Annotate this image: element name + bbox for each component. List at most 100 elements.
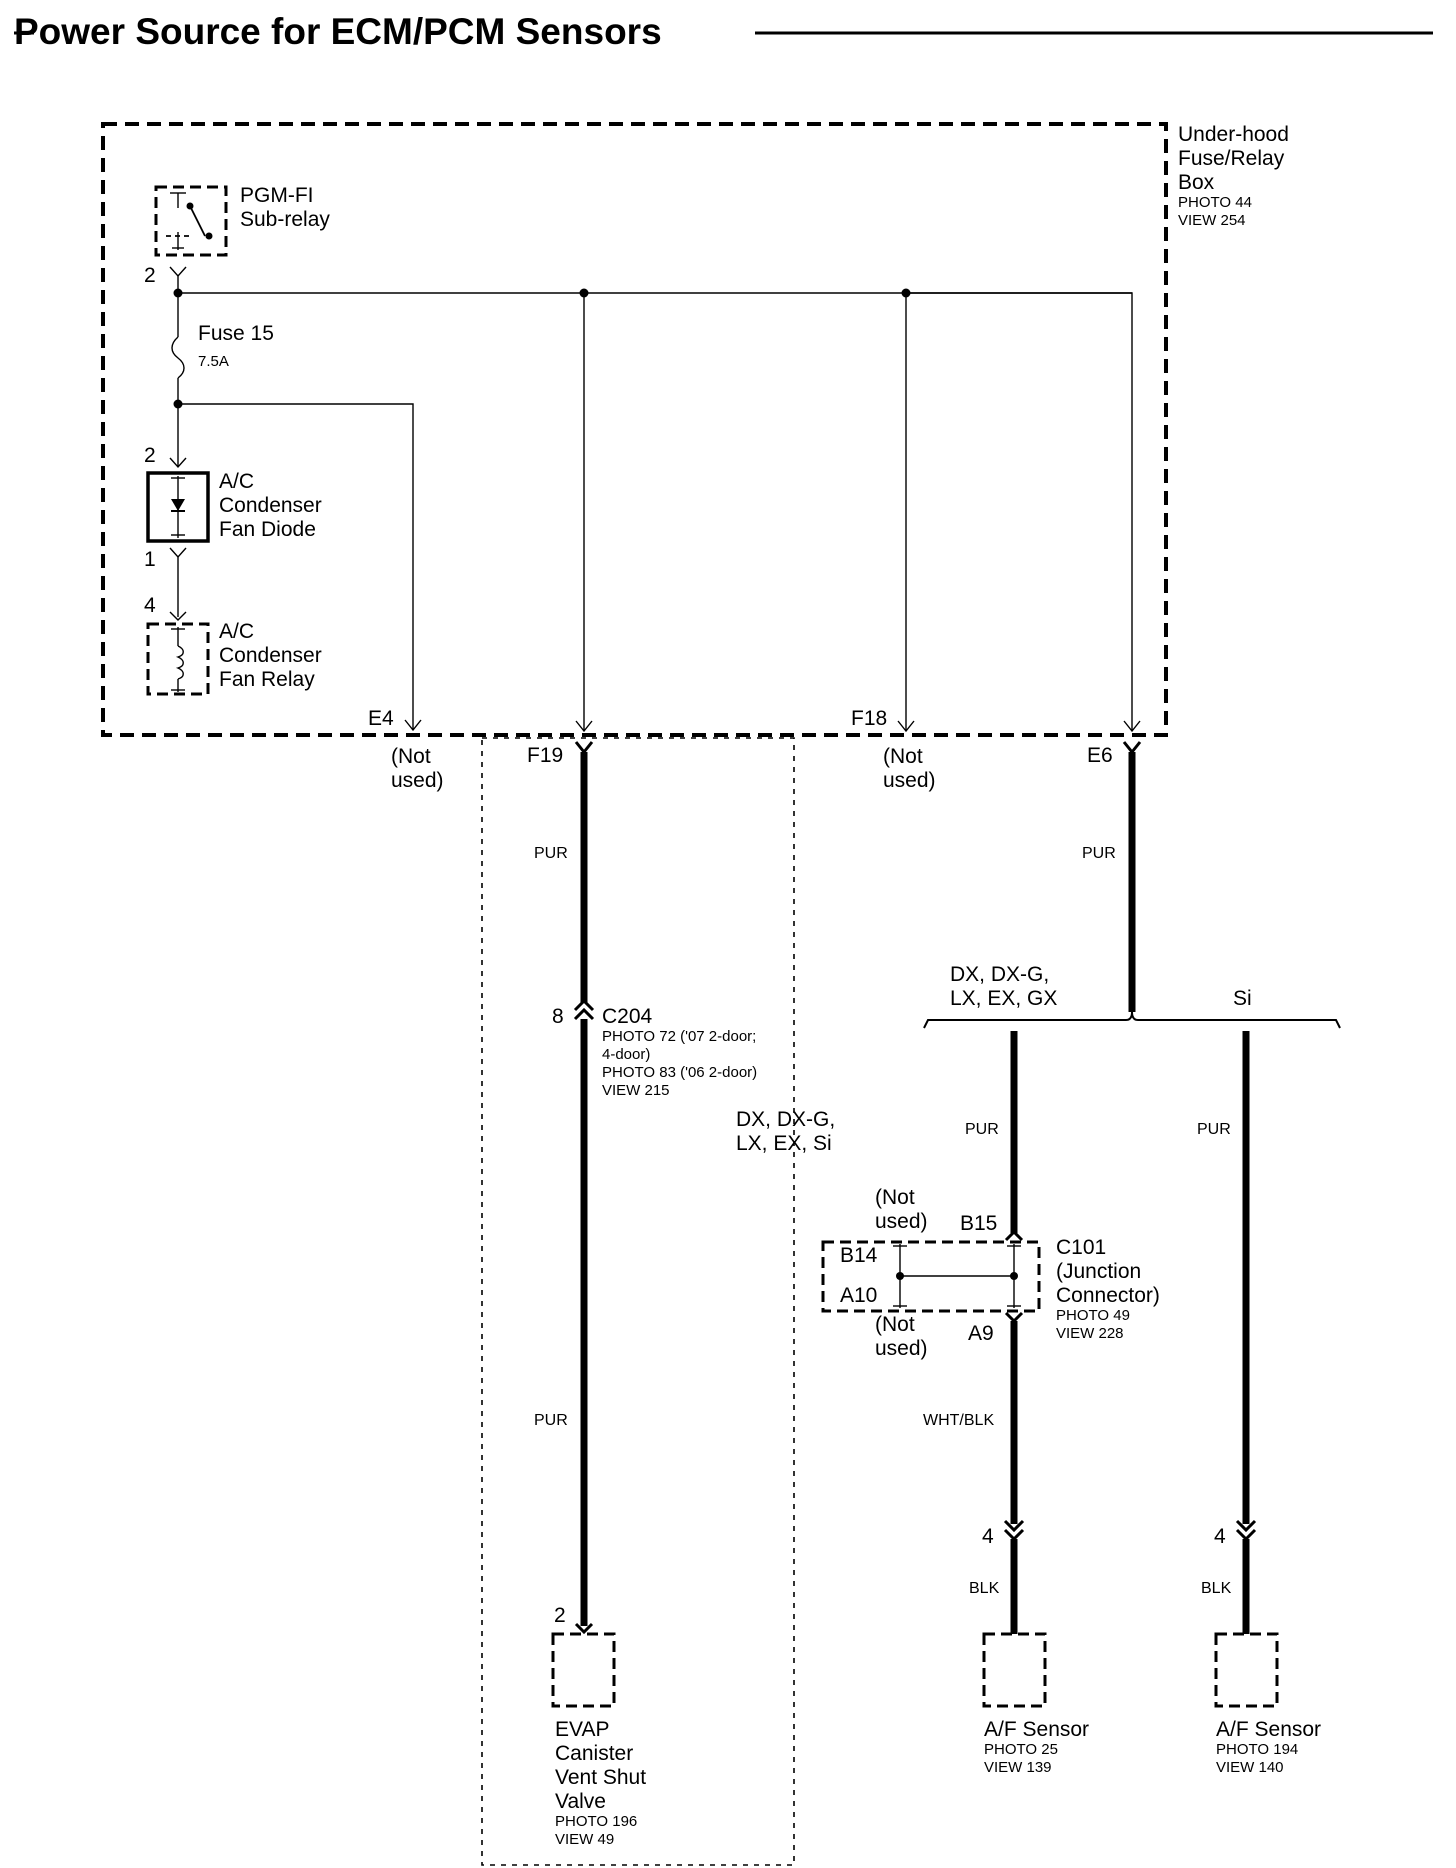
fan-relay-name-1: A/C xyxy=(219,620,254,643)
e4-not-used-2: used) xyxy=(391,769,444,792)
c204-marker-bottom xyxy=(573,1007,595,1021)
c101-name-1: C101 xyxy=(1056,1236,1106,1259)
af1-pin: 4 xyxy=(982,1525,994,1548)
f18-arrow xyxy=(897,720,915,733)
a10-not-used-2: used) xyxy=(875,1337,928,1360)
c101-b15-marker xyxy=(1004,1229,1024,1242)
page-title: Power Source for ECM/PCM Sensors xyxy=(14,11,662,52)
c101-b14: B14 xyxy=(840,1244,878,1267)
c204-pin: 8 xyxy=(552,1005,564,1028)
af1-wire-color-middle: WHT/BLK xyxy=(923,1412,994,1429)
f19-arrow xyxy=(575,720,593,733)
f18-not-used-1: (Not xyxy=(883,745,923,768)
option-region-label-1: DX, DX-G, xyxy=(736,1108,835,1131)
f19-wire-color-upper: PUR xyxy=(534,845,568,862)
sub-relay-pin: 2 xyxy=(144,264,156,287)
diode-pin-bottom: 1 xyxy=(144,548,156,571)
option-region-outline xyxy=(481,737,795,1866)
split-left-label-1: DX, DX-G, xyxy=(950,963,1049,986)
af2-connector-marker-top xyxy=(1235,1519,1257,1533)
b15-not-used-2: used) xyxy=(875,1210,928,1233)
af2-name: A/F Sensor xyxy=(1216,1718,1321,1741)
evap-connector-marker xyxy=(574,1622,594,1635)
sub-relay-pin-marker xyxy=(169,266,187,278)
c204-line-1: PHOTO 72 ('07 2-door; xyxy=(602,1028,756,1045)
fuse-box-name-2: Fuse/Relay xyxy=(1178,147,1285,170)
af2-wire-color-lower: BLK xyxy=(1201,1580,1232,1597)
c204-line-2: 4-door) xyxy=(602,1046,650,1063)
fuse-name: Fuse 15 xyxy=(198,322,274,345)
c101-view: VIEW 228 xyxy=(1056,1325,1124,1342)
diode-box xyxy=(146,471,210,543)
c204-line-4: VIEW 215 xyxy=(602,1082,670,1099)
c101-name-3: Connector) xyxy=(1056,1284,1160,1307)
c204-line-3: PHOTO 83 ('06 2-door) xyxy=(602,1064,757,1081)
af1-name: A/F Sensor xyxy=(984,1718,1089,1741)
terminal-e4: E4 xyxy=(368,707,394,730)
c101-photo: PHOTO 49 xyxy=(1056,1307,1130,1324)
fan-relay-name-2: Condenser xyxy=(219,644,322,667)
fan-relay-pin-marker xyxy=(169,611,187,621)
diode-name-1: A/C xyxy=(219,470,254,493)
fan-relay-name-3: Fan Relay xyxy=(219,668,315,691)
c101-name-2: (Junction xyxy=(1056,1260,1141,1283)
split-left-label-2: LX, EX, GX xyxy=(950,987,1057,1010)
fuse-box-view: VIEW 254 xyxy=(1178,212,1246,229)
fan-relay-coil-symbol xyxy=(171,627,185,692)
c204-name: C204 xyxy=(602,1005,653,1028)
c101-internal-bus xyxy=(893,1244,1021,1308)
af2-photo: PHOTO 194 xyxy=(1216,1741,1298,1758)
variant-split-bracket xyxy=(923,1011,1341,1029)
terminal-f18: F18 xyxy=(851,707,887,730)
evap-name-2: Canister xyxy=(555,1742,633,1765)
af1-view: VIEW 139 xyxy=(984,1759,1052,1776)
c101-a9-marker xyxy=(1004,1311,1024,1324)
b15-not-used-1: (Not xyxy=(875,1186,915,1209)
evap-name-3: Vent Shut xyxy=(555,1766,646,1789)
af2-pin: 4 xyxy=(1214,1525,1226,1548)
af1-wire-color-upper: PUR xyxy=(965,1121,999,1138)
diode-symbol xyxy=(171,476,185,538)
f18-not-used-2: used) xyxy=(883,769,936,792)
fuse-box-outline xyxy=(101,122,1168,737)
terminal-e6: E6 xyxy=(1087,744,1113,767)
c101-box xyxy=(821,1240,1041,1313)
fan-relay-box xyxy=(146,622,210,696)
terminal-f19: F19 xyxy=(527,744,563,767)
evap-name-1: EVAP xyxy=(555,1718,609,1741)
c101-a9: A9 xyxy=(968,1322,994,1345)
evap-photo: PHOTO 196 xyxy=(555,1813,637,1830)
af1-photo: PHOTO 25 xyxy=(984,1741,1058,1758)
af2-view: VIEW 140 xyxy=(1216,1759,1284,1776)
a10-not-used-1: (Not xyxy=(875,1313,915,1336)
diode-name-2: Condenser xyxy=(219,494,322,517)
f19-connector-marker xyxy=(574,741,594,755)
fuse-box-name-1: Under-hood xyxy=(1178,123,1289,146)
f19-wire-color-lower: PUR xyxy=(534,1412,568,1429)
fuse-box-name-3: Box xyxy=(1178,171,1215,194)
e4-branch-wire xyxy=(178,403,414,730)
splice-dot xyxy=(173,288,183,298)
diode-pin-marker-bottom xyxy=(169,547,187,559)
c204-marker-top xyxy=(573,998,595,1012)
e4-arrow xyxy=(404,719,422,732)
diode-pin-top: 2 xyxy=(144,444,156,467)
af2-wire-color-upper: PUR xyxy=(1197,1121,1231,1138)
sub-relay-name-2: Sub-relay xyxy=(240,208,330,231)
evap-valve-box xyxy=(551,1632,616,1708)
af1-sensor-box xyxy=(982,1632,1047,1708)
evap-name-4: Valve xyxy=(555,1790,606,1813)
fan-relay-pin: 4 xyxy=(144,594,156,617)
evap-pin: 2 xyxy=(554,1604,566,1627)
fuse-rating: 7.5A xyxy=(198,353,229,370)
af1-connector-marker-top xyxy=(1003,1519,1025,1533)
evap-view: VIEW 49 xyxy=(555,1831,614,1848)
af2-sensor-box xyxy=(1214,1632,1279,1708)
diode-name-3: Fan Diode xyxy=(219,518,316,541)
diode-pin-marker xyxy=(169,457,187,469)
e4-not-used-1: (Not xyxy=(391,745,431,768)
e6-arrow xyxy=(1123,720,1141,733)
fuse-symbol xyxy=(171,336,185,379)
sub-relay-name-1: PGM-FI xyxy=(240,184,314,207)
